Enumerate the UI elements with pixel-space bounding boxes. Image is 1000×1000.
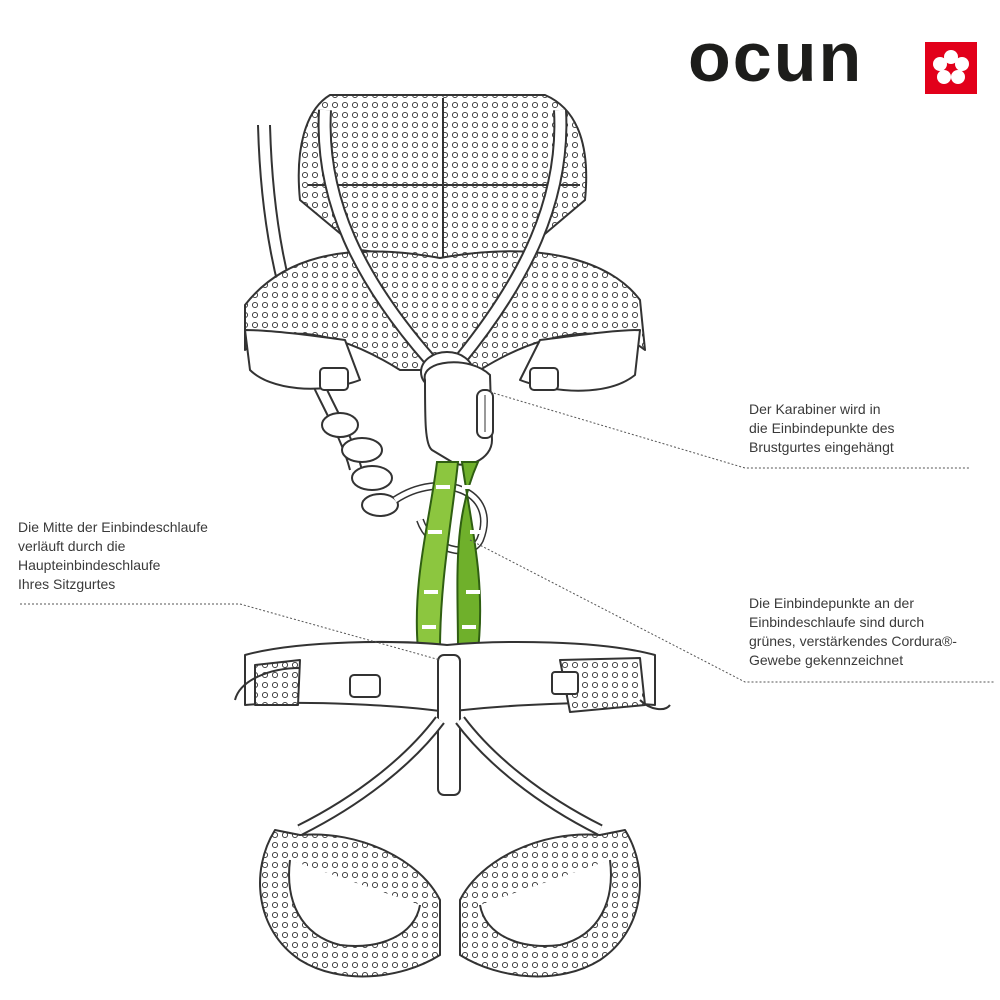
annotation-carabiner: Der Karabiner wird in die Einbindepunkte… — [749, 401, 895, 455]
annotation-cordura: Die Einbindepunkte an der Einbindeschlau… — [749, 595, 957, 668]
buckle-icon — [349, 674, 381, 698]
leader-lines — [20, 391, 995, 683]
annotation-sling-middle: Die Mitte der Einbindeschlaufe verläuft … — [18, 519, 208, 592]
ocun-logo-wordmark: ocun — [688, 18, 864, 96]
ocun-logo-mark-icon — [925, 42, 977, 94]
buckle-icon — [319, 367, 349, 391]
carabiner-icon — [423, 361, 494, 466]
chest-harness — [244, 94, 646, 393]
sit-harness — [234, 641, 671, 978]
buckle-icon — [529, 367, 559, 391]
